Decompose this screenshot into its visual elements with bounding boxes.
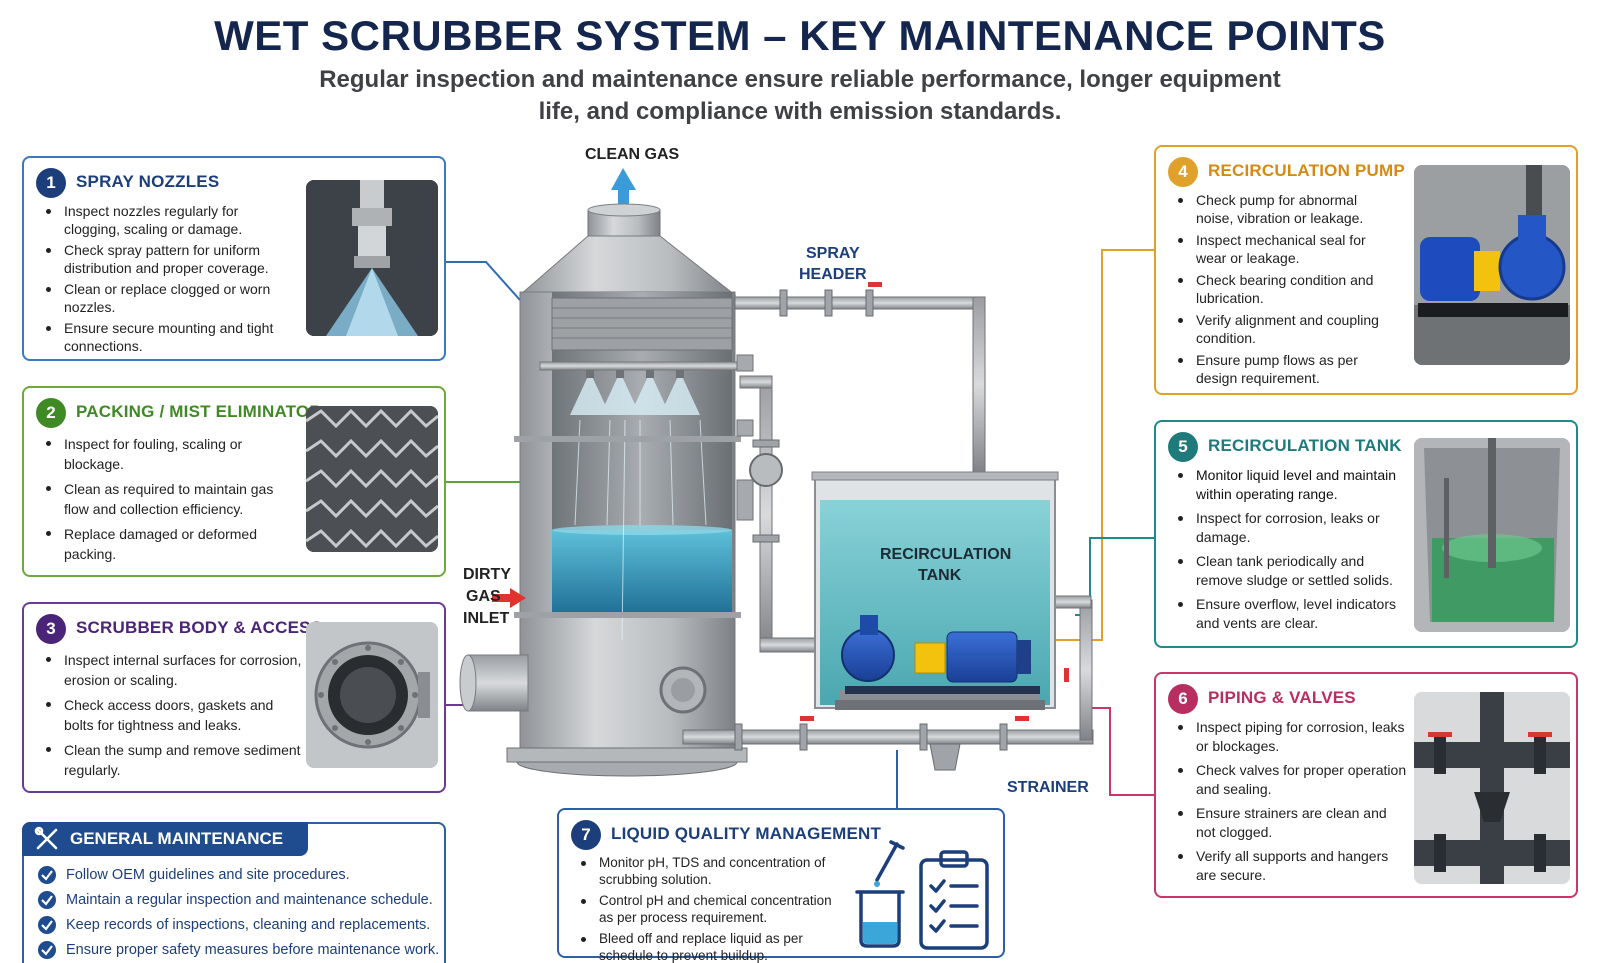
scrubber-tower [459, 203, 754, 777]
card-title: PIPING & VALVES [1208, 688, 1356, 707]
list-item: Verify alignment and coupling condition. [1178, 311, 1396, 347]
list-item: Clean or replace clogged or worn nozzles… [46, 280, 294, 316]
list-item: Inspect for corrosion, leaks or damage. [1178, 509, 1408, 547]
piping-valves-photo-icon [1414, 692, 1570, 884]
clean-gas-label: CLEAN GAS [585, 146, 680, 163]
recirculation-pump [841, 615, 1040, 694]
list-item: Ensure overflow, level indicators and ve… [1178, 595, 1408, 633]
card-number: 4 [1168, 157, 1198, 187]
list-item: Ensure proper safety measures before mai… [38, 941, 439, 959]
card-number: 2 [36, 398, 66, 428]
dirty-gas-label-1: DIRTY [463, 566, 511, 583]
tank-photo-icon [1414, 438, 1570, 632]
list-item: Bleed off and replace liquid as per sche… [581, 930, 839, 963]
card-list: Monitor pH, TDS and concentration of scr… [581, 854, 839, 963]
tank-label-2: TANK [918, 567, 962, 584]
list-item: Check spray pattern for uniform distribu… [46, 241, 294, 277]
card-title: RECIRCULATION PUMP [1208, 161, 1405, 180]
card-list: Monitor liquid level and maintain within… [1178, 466, 1408, 638]
spray-nozzle-photo-icon [306, 180, 438, 336]
card-spray-nozzles: 1 SPRAY NOZZLES Inspect nozzles regularl… [22, 156, 446, 361]
card-list: Inspect nozzles regularly for clogging, … [46, 202, 294, 358]
dirty-gas-label-3: INLET [463, 610, 510, 627]
card-liquid-quality-management: 7 LIQUID QUALITY MANAGEMENT Monitor pH, … [557, 808, 1005, 963]
dirty-gas-label-2: GAS [466, 588, 501, 605]
tank-label-1: RECIRCULATION [880, 546, 1012, 563]
card-title: SCRUBBER BODY & ACCESS [76, 618, 323, 637]
list-item: Inspect piping for corrosion, leaks or b… [1178, 718, 1408, 756]
wrench-screwdriver-icon [34, 826, 60, 864]
list-item: Follow OEM guidelines and site procedure… [38, 866, 439, 884]
clean-gas-arrow-icon [611, 168, 636, 210]
card-title: SPRAY NOZZLES [76, 172, 220, 191]
list-item: Inspect internal surfaces for corrosion,… [46, 650, 304, 690]
check-circle-icon [38, 916, 56, 934]
tips-title: GENERAL MAINTENANCE TIPS [70, 829, 284, 882]
list-item: Replace damaged or deformed packing. [46, 524, 294, 564]
general-maintenance-tips: GENERAL MAINTENANCE TIPS Follow OEM guid… [22, 822, 446, 963]
list-item: Clean as required to maintain gas flow a… [46, 479, 294, 519]
access-door-photo-icon [306, 622, 438, 768]
card-recirculation-tank: 5 RECIRCULATION TANK Monitor liquid leve… [1154, 420, 1578, 648]
piping [682, 282, 1094, 771]
list-item: Check pump for abnormal noise, vibration… [1178, 191, 1396, 227]
list-item: Maintain a regular inspection and mainte… [38, 891, 439, 909]
list-item: Control pH and chemical concentration as… [581, 892, 839, 926]
list-item: Verify all supports and hangers are secu… [1178, 847, 1408, 885]
recirculation-tank [811, 471, 1059, 710]
list-item: Check valves for proper operation and se… [1178, 762, 1407, 797]
spray-header-label-bottom: HEADER [799, 266, 867, 283]
pump-photo-icon [1414, 165, 1570, 365]
spray-header-label-top: SPRAY [806, 245, 860, 262]
card-title: RECIRCULATION TANK [1208, 436, 1402, 455]
card-piping-valves: 6 PIPING & VALVES Inspect piping for cor… [1154, 672, 1578, 898]
page-title: WET SCRUBBER SYSTEM – KEY MAINTENANCE PO… [214, 12, 1386, 59]
check-circle-icon [38, 941, 56, 959]
list-item: Clean the sump and remove sediment regul… [46, 740, 304, 780]
card-title: PACKING / MIST ELIMINATOR [76, 402, 322, 421]
card-number: 5 [1168, 432, 1198, 462]
page-subtitle: Regular inspection and maintenance ensur… [319, 66, 1281, 125]
card-number: 7 [571, 820, 601, 850]
packing-media-photo-icon [306, 406, 438, 552]
tips-header: GENERAL MAINTENANCE TIPS [22, 822, 308, 882]
card-number: 3 [36, 614, 66, 644]
card-number: 6 [1168, 684, 1198, 714]
list-item: Monitor pH, TDS and concentration of scr… [581, 854, 839, 888]
card-list: Inspect internal surfaces for corrosion,… [46, 650, 304, 785]
list-item: Keep records of inspections, cleaning an… [38, 916, 439, 934]
card-list: Inspect piping for corrosion, leaks or b… [1178, 718, 1408, 890]
check-circle-icon [38, 866, 56, 884]
strainer-label: STRAINER [1007, 779, 1089, 796]
list-item: Ensure pump flows as per design requirem… [1178, 351, 1396, 387]
check-circle-icon [38, 891, 56, 909]
list-item: Ensure secure mounting and tight connect… [46, 319, 294, 355]
card-packing-mist-eliminator: 2 PACKING / MIST ELIMINATOR Inspect for … [22, 386, 446, 577]
list-item: Clean tank periodically and remove sludg… [1178, 552, 1408, 590]
beaker-clipboard-icon [849, 840, 999, 952]
card-scrubber-body-access: 3 SCRUBBER BODY & ACCESS Inspect interna… [22, 602, 446, 793]
list-item: Check access doors, gaskets and bolts fo… [46, 695, 304, 735]
tips-list: Follow OEM guidelines and site procedure… [38, 866, 439, 963]
list-item: Inspect for fouling, scaling or blockage… [46, 434, 294, 474]
card-list: Inspect for fouling, scaling or blockage… [46, 434, 294, 569]
leader-line-6 [1090, 707, 1154, 796]
card-list: Check pump for abnormal noise, vibration… [1178, 191, 1396, 391]
list-item: Inspect mechanical seal for wear or leak… [1178, 231, 1396, 267]
list-item: Inspect nozzles regularly for clogging, … [46, 202, 294, 238]
list-item: Check bearing condition and lubrication. [1178, 271, 1396, 307]
card-recirculation-pump: 4 RECIRCULATION PUMP Check pump for abno… [1154, 145, 1578, 395]
dirty-gas-arrow-icon [492, 588, 526, 608]
list-item: Monitor liquid level and maintain within… [1178, 466, 1408, 504]
list-item: Ensure strainers are clean and not clogg… [1178, 804, 1408, 842]
card-number: 1 [36, 168, 66, 198]
card-title: LIQUID QUALITY MANAGEMENT [611, 824, 882, 843]
